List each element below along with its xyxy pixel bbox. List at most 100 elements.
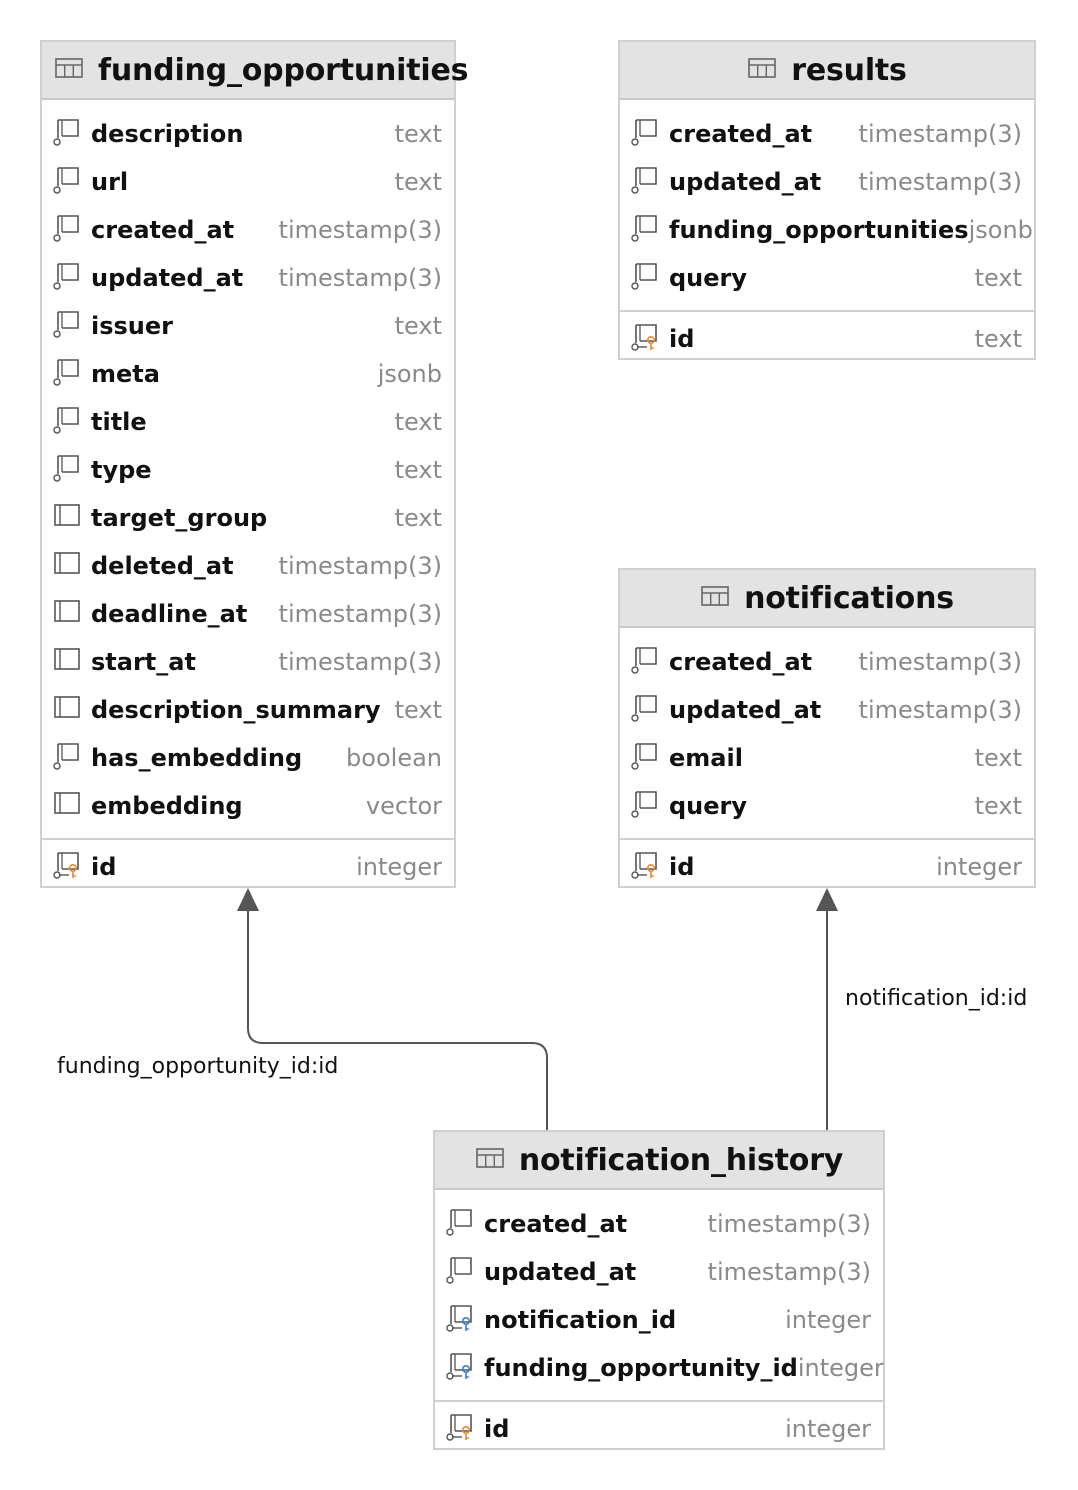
column-icon bbox=[444, 1207, 476, 1241]
column-row[interactable]: email text bbox=[620, 734, 1034, 782]
relation-label: funding_opportunity_id:id bbox=[57, 1054, 339, 1079]
column-name: issuer bbox=[91, 312, 173, 340]
column-type: timestamp(3) bbox=[707, 1210, 871, 1238]
column-type: text bbox=[974, 744, 1022, 772]
relation-edge-funding-opportunity[interactable] bbox=[247, 910, 548, 1130]
column-icon bbox=[629, 693, 661, 727]
column-row[interactable]: created_at timestamp(3) bbox=[620, 638, 1034, 686]
table-header[interactable]: notifications bbox=[620, 570, 1034, 628]
column-type: timestamp(3) bbox=[858, 648, 1022, 676]
column-type: timestamp(3) bbox=[858, 696, 1022, 724]
column-type: text bbox=[394, 312, 442, 340]
column-type: text bbox=[394, 696, 442, 724]
column-name: target_group bbox=[91, 504, 268, 532]
column-type: integer bbox=[785, 1415, 871, 1443]
column-name: email bbox=[669, 744, 743, 772]
column-name: created_at bbox=[669, 648, 813, 676]
table-header[interactable]: results bbox=[620, 42, 1034, 100]
column-name: title bbox=[91, 408, 147, 436]
nullable-column-icon bbox=[51, 550, 83, 582]
primary-key-icon bbox=[629, 322, 661, 356]
column-type: text bbox=[974, 792, 1022, 820]
column-name: start_at bbox=[91, 648, 196, 676]
column-name: updated_at bbox=[91, 264, 244, 292]
column-type: timestamp(3) bbox=[278, 648, 442, 676]
column-row[interactable]: embedding vector bbox=[42, 782, 454, 830]
column-icon bbox=[51, 741, 83, 775]
column-icon bbox=[51, 165, 83, 199]
column-row[interactable]: type text bbox=[42, 446, 454, 494]
table-title: results bbox=[791, 52, 907, 88]
column-row[interactable]: title text bbox=[42, 398, 454, 446]
column-type: timestamp(3) bbox=[858, 120, 1022, 148]
column-name: type bbox=[91, 456, 152, 484]
column-name: created_at bbox=[91, 216, 235, 244]
table-icon bbox=[700, 584, 730, 612]
column-type: boolean bbox=[346, 744, 442, 772]
column-name: updated_at bbox=[484, 1258, 637, 1286]
table-header[interactable]: notification_history bbox=[435, 1132, 883, 1190]
column-type: timestamp(3) bbox=[707, 1258, 871, 1286]
column-type: vector bbox=[365, 792, 442, 820]
arrowhead-icon bbox=[237, 888, 259, 911]
column-name: description bbox=[91, 120, 244, 148]
column-type: integer bbox=[356, 853, 442, 881]
column-icon bbox=[629, 117, 661, 151]
column-icon bbox=[629, 789, 661, 823]
primary-key-icon bbox=[51, 850, 83, 884]
column-icon bbox=[51, 213, 83, 247]
column-name: description_summary bbox=[91, 696, 381, 724]
column-row[interactable]: start_at timestamp(3) bbox=[42, 638, 454, 686]
column-icon bbox=[51, 453, 83, 487]
column-row[interactable]: description text bbox=[42, 110, 454, 158]
column-type: text bbox=[394, 120, 442, 148]
column-type: timestamp(3) bbox=[278, 264, 442, 292]
column-type: integer bbox=[936, 853, 1022, 881]
column-name: funding_opportunity_id bbox=[484, 1354, 798, 1382]
table-header[interactable]: funding_opportunities bbox=[42, 42, 468, 100]
column-row[interactable]: updated_at timestamp(3) bbox=[42, 254, 454, 302]
column-name: id bbox=[91, 853, 117, 881]
table-title: notifications bbox=[744, 580, 954, 616]
nullable-column-icon bbox=[51, 598, 83, 630]
column-type: text bbox=[394, 456, 442, 484]
column-name: embedding bbox=[91, 792, 243, 820]
column-type: text bbox=[394, 168, 442, 196]
column-name: updated_at bbox=[669, 168, 822, 196]
column-row[interactable]: updated_at timestamp(3) bbox=[435, 1248, 883, 1296]
column-row[interactable]: description_summary text bbox=[42, 686, 454, 734]
column-row[interactable]: issuer text bbox=[42, 302, 454, 350]
column-type: text bbox=[974, 325, 1022, 353]
table-icon bbox=[54, 56, 84, 84]
primary-key-row[interactable]: id integer bbox=[42, 838, 454, 894]
column-icon bbox=[629, 645, 661, 679]
arrowhead-icon bbox=[816, 888, 838, 911]
column-type: text bbox=[394, 408, 442, 436]
table-title: funding_opportunities bbox=[98, 52, 469, 88]
column-name: meta bbox=[91, 360, 160, 388]
relation-label: notification_id:id bbox=[845, 986, 1028, 1011]
